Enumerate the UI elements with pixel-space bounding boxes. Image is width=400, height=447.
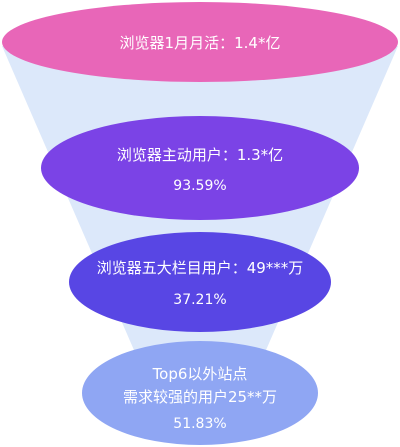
stage-3-ellipse [69, 232, 331, 332]
stage-4-percent: 51.83% [173, 416, 226, 432]
stage-2-percent: 93.59% [173, 178, 226, 194]
stage-3-percent: 37.21% [173, 292, 226, 308]
stage-1-label: 浏览器1月月活：1.4*亿 [120, 34, 281, 52]
stage-4-label-line-2: 需求较强的用户25**万 [123, 388, 277, 406]
stage-4-label-line-1: Top6以外站点 [152, 365, 248, 383]
stage-4-ellipse [82, 341, 318, 445]
stage-3-label: 浏览器五大栏目用户：49***万 [97, 259, 304, 277]
stage-2-label: 浏览器主动用户：1.3*亿 [117, 146, 283, 164]
stage-2-ellipse [41, 116, 359, 220]
stage-1-ellipse [2, 2, 398, 82]
